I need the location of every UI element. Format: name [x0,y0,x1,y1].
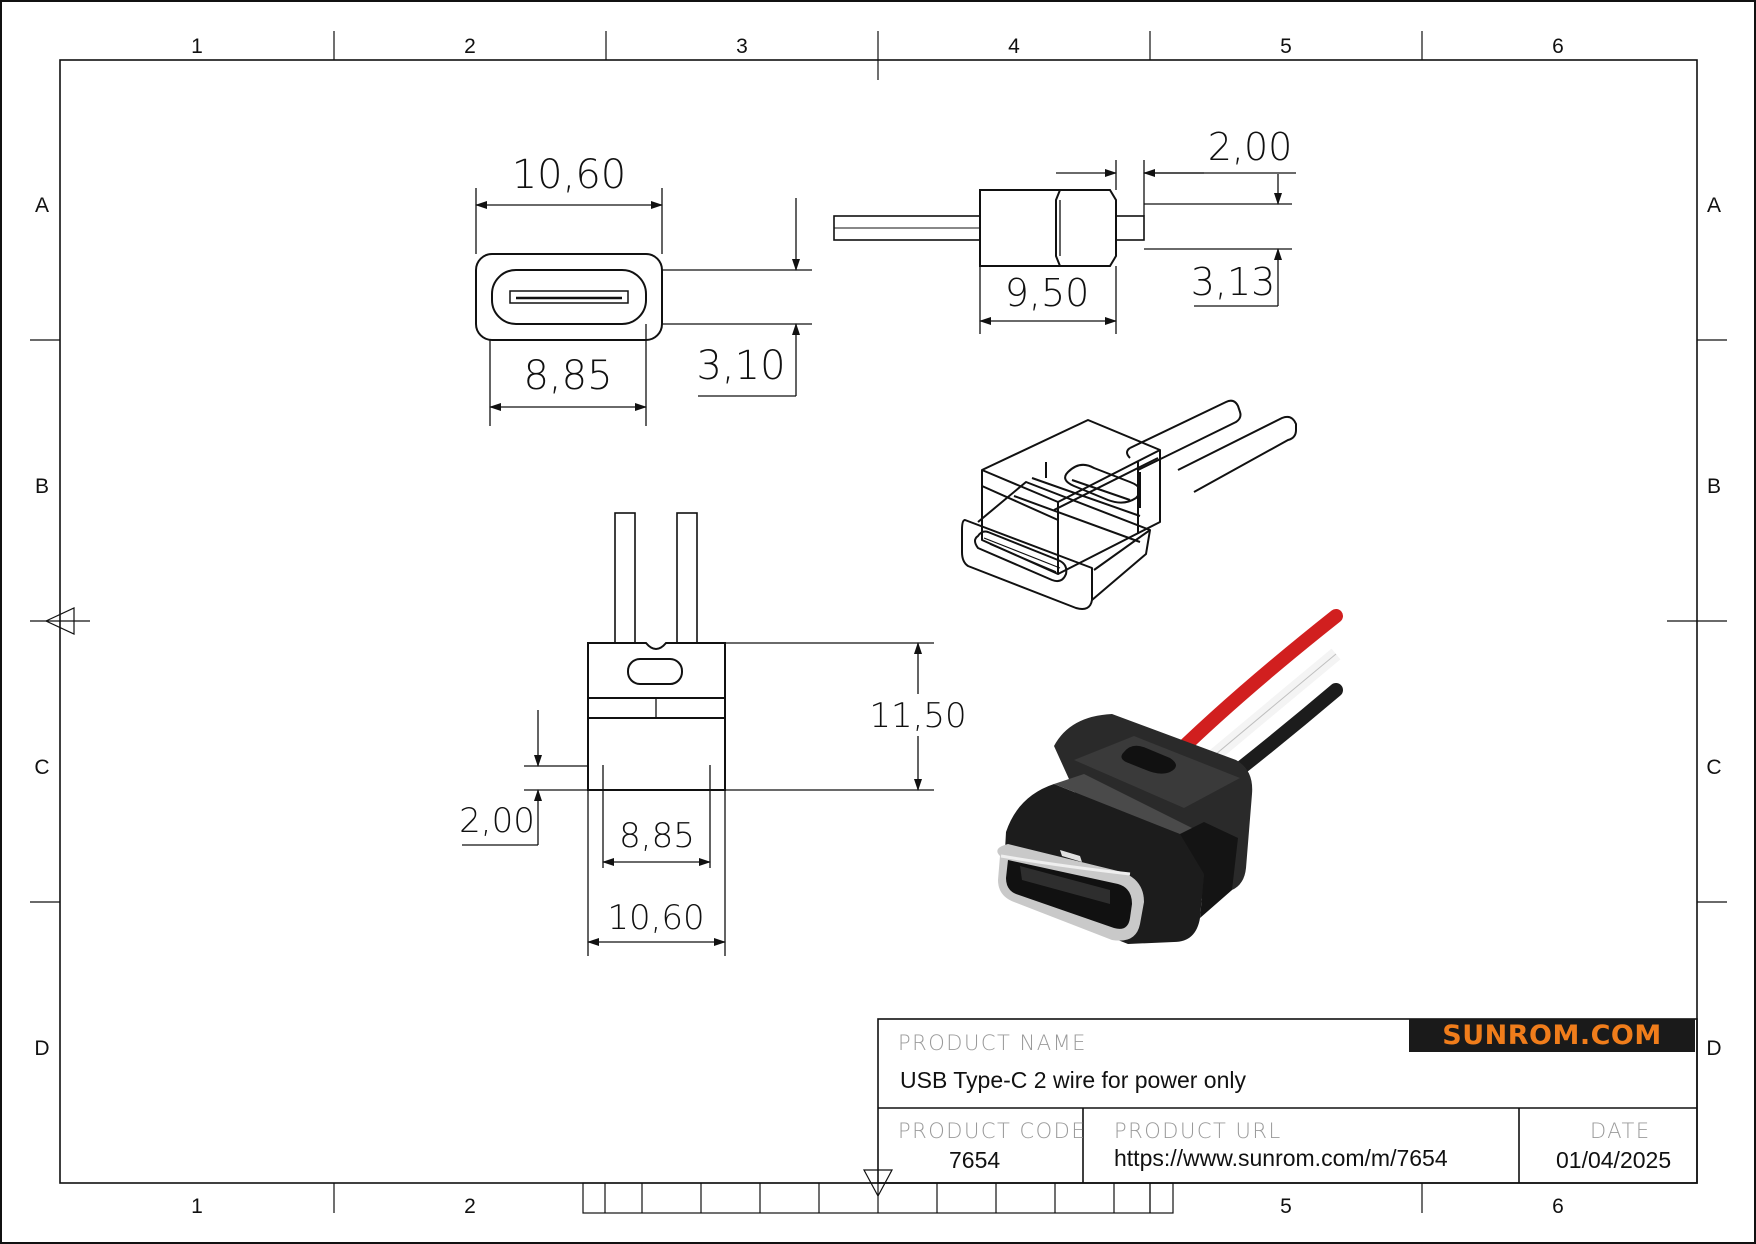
scale-ruler [582,1182,1174,1214]
zone-bottom-2: 2 [464,1195,476,1218]
zone-top-2: 2 [464,35,476,58]
top-width-inner-dim: 8,85 [619,816,695,856]
zone-left-c: C [34,756,49,779]
product-url-label: PRODUCT URL [1114,1119,1282,1143]
connector-photo [997,609,1343,944]
zone-right-c: C [1706,756,1721,779]
product-name-value: USB Type-C 2 wire for power only [900,1067,1246,1093]
top-view [462,512,934,956]
side-length-dim: 9,50 [1005,271,1090,315]
zone-top-4: 4 [1008,35,1020,58]
zone-right-b: B [1707,475,1721,498]
zone-dividers [30,31,1727,1213]
zone-right-d: D [1706,1037,1721,1060]
brand-logo: SUNROM.COM [1409,1019,1695,1052]
zone-top-3: 3 [736,35,748,58]
front-width-outer-dim: 10,60 [512,152,627,198]
top-length-dim: 11,50 [869,696,966,736]
side-view [833,160,1296,334]
front-view [475,188,812,426]
zone-top-5: 5 [1280,35,1292,58]
date-label: DATE [1590,1119,1651,1143]
zone-bottom-6: 6 [1552,1195,1564,1218]
zone-bottom-5: 5 [1280,1195,1292,1218]
product-url-link[interactable]: https://www.sunrom.com/m/7654 [1114,1145,1448,1171]
zone-bottom-1: 1 [191,1195,203,1218]
top-width-outer-dim: 10,60 [607,898,704,938]
centering-mark-left-icon [44,607,75,635]
zone-left-a: A [35,194,49,217]
product-name-label: PRODUCT NAME [898,1031,1087,1055]
side-pin-height-dim: 3,13 [1191,260,1276,304]
product-code-label: PRODUCT CODE [898,1119,1087,1143]
title-block-frame [877,1018,1698,1184]
front-width-inner-dim: 8,85 [523,353,612,399]
zone-left-b: B [35,475,49,498]
zone-top-6: 6 [1552,35,1564,58]
side-gap-dim: 2,00 [1208,125,1293,169]
front-height-dim: 3,10 [696,343,785,389]
isometric-view [961,399,1297,610]
product-code-value: 7654 [949,1147,1001,1173]
top-groove-dim: 2,00 [459,801,535,841]
zone-top-1: 1 [191,35,203,58]
zone-left-d: D [34,1037,49,1060]
zone-right-a: A [1707,194,1721,217]
date-value: 01/04/2025 [1556,1147,1672,1173]
dim-label-mask [872,694,964,736]
